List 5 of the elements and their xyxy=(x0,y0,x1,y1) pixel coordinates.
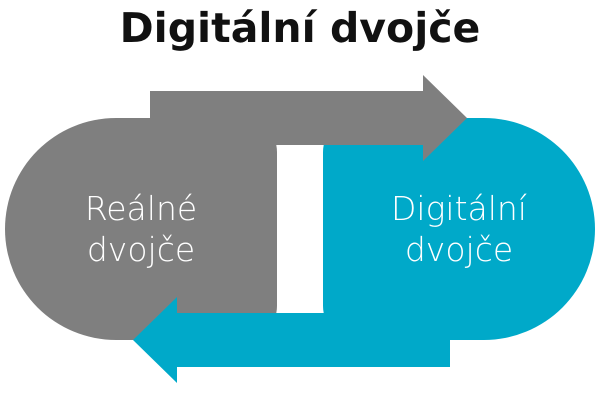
node-label: Reálné dvojče xyxy=(84,188,198,270)
block-arrow xyxy=(133,297,450,383)
block-arrow xyxy=(150,75,467,161)
diagram-title: Digitální dvojče xyxy=(118,4,482,52)
node-label: Digitální dvojče xyxy=(390,188,528,270)
